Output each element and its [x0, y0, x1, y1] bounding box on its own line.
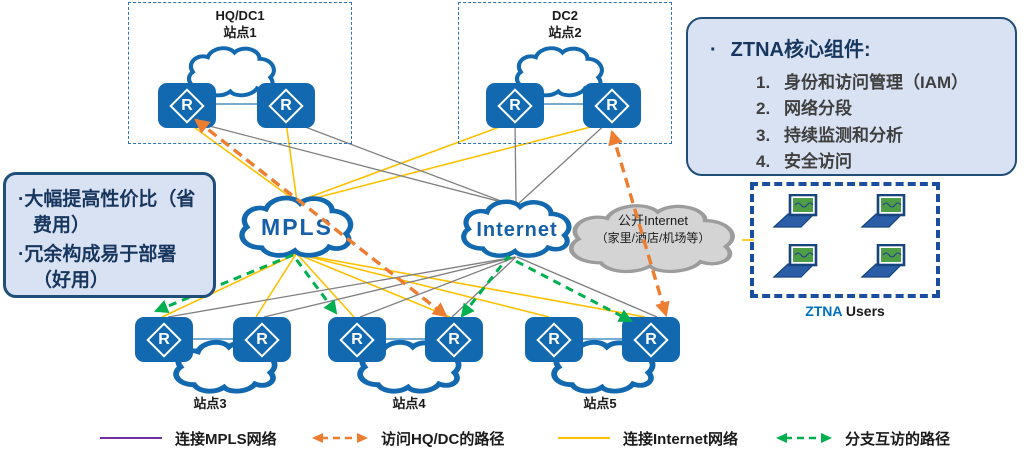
- router-icon-site3-right: R: [233, 317, 291, 362]
- list-item-text: 持续监测和分析: [784, 125, 903, 145]
- site-hqdc1-subtitle: 站点1: [223, 24, 257, 40]
- list-item-number: 4.: [756, 152, 771, 172]
- router-letter: R: [181, 96, 193, 114]
- router-letter: R: [158, 330, 170, 348]
- ztna-users-box: [750, 182, 940, 298]
- list-item-number: 2.: [756, 99, 771, 119]
- site5-label: 站点5: [583, 396, 617, 411]
- laptop-icon: [772, 193, 818, 232]
- list-item-text: 身份和访问管理（IAM）: [784, 73, 969, 92]
- public-internet-line1: 公开Internet: [617, 213, 689, 228]
- legend-label: 连接Internet网络: [623, 430, 739, 448]
- ztna-panel-title-row: · ZTNA核心组件:: [710, 33, 1005, 62]
- bullet-glyph: ·: [710, 39, 717, 61]
- router-letter: R: [448, 330, 460, 348]
- list-item: 1. 身份和访问管理（IAM）: [756, 70, 1005, 96]
- router-icon-site1-right: R: [257, 83, 315, 128]
- legend-label: 访问HQ/DC的路径: [381, 430, 505, 448]
- router-icon-site2-right: R: [583, 83, 641, 128]
- public-internet-line2: （家里/酒店/机场等）: [595, 230, 711, 245]
- site4-label: 站点4: [392, 396, 426, 411]
- benefits-panel: ·大幅提高性价比（省费用） ·冗余构成易于部署（好用）: [3, 172, 216, 298]
- legend-item-branch-path: 分支互访的路径: [776, 428, 950, 448]
- ztna-components-panel: · ZTNA核心组件: 1. 身份和访问管理（IAM） 2. 网络分段 3. 持续监测和…: [686, 17, 1017, 176]
- site-dc2-box: DC2 站点2: [458, 2, 672, 144]
- router-icon-site4-right: R: [425, 317, 483, 362]
- router-icon-site5-right: R: [622, 317, 680, 362]
- benefit-item: ·冗余构成易于部署（好用）: [18, 244, 177, 291]
- site-hqdc1-box: HQ/DC1 站点1: [128, 2, 352, 144]
- router-letter: R: [256, 330, 268, 348]
- internet-cloud-label: Internet: [476, 219, 558, 241]
- list-item: 4. 安全访问: [756, 149, 1005, 175]
- internet-line-swatch: [558, 437, 610, 439]
- laptop-icon: [860, 243, 906, 282]
- list-item-number: 1.: [756, 73, 771, 92]
- list-item: 3. 持续监测和分析: [756, 123, 1005, 149]
- site-dc2-title: DC2 站点2: [459, 8, 671, 42]
- site-hqdc1-name: HQ/DC1: [215, 8, 265, 23]
- router-icon-site4-left: R: [328, 317, 386, 362]
- ztna-panel-title: ZTNA核心组件:: [730, 39, 871, 61]
- orange-dashed-arrow-swatch: [312, 433, 368, 443]
- site-dc2-name: DC2: [551, 8, 578, 23]
- router-icon-site5-left: R: [525, 317, 583, 362]
- laptop-icon: [860, 193, 906, 232]
- site3-label: 站点3: [193, 396, 227, 411]
- internet-cloud: Internet: [455, 197, 579, 261]
- list-item: 2. 网络分段: [756, 96, 1005, 122]
- legend-item-internet: 连接Internet网络: [558, 428, 738, 448]
- ztna-users-brand: ZTNA: [805, 303, 842, 319]
- ztna-users-rest: Users: [842, 303, 885, 319]
- legend-item-mpls: 连接MPLS网络: [100, 428, 277, 448]
- router-letter: R: [645, 330, 657, 348]
- list-item-text: 安全访问: [784, 152, 852, 172]
- legend-label: 连接MPLS网络: [175, 430, 277, 448]
- router-letter: R: [280, 96, 292, 114]
- router-letter: R: [351, 330, 363, 348]
- benefit-item: ·大幅提高性价比（省费用）: [18, 189, 196, 236]
- site-hqdc1-title: HQ/DC1 站点1: [129, 8, 351, 42]
- public-internet-label: 公开Internet （家里/酒店/机场等）: [558, 212, 748, 246]
- mpls-line-swatch: [100, 437, 162, 439]
- legend-label: 分支互访的路径: [845, 430, 951, 448]
- list-item-text: 网络分段: [784, 99, 852, 119]
- router-letter: R: [548, 330, 560, 348]
- router-letter: R: [606, 96, 618, 114]
- site-dc2-subtitle: 站点2: [548, 24, 582, 40]
- ztna-components-list: 1. 身份和访问管理（IAM） 2. 网络分段 3. 持续监测和分析 4. 安全访问: [756, 70, 1005, 175]
- green-dashed-arrow-swatch: [776, 433, 832, 443]
- legend-item-hqdc-path: 访问HQ/DC的路径: [312, 428, 504, 448]
- router-icon-site3-left: R: [135, 317, 193, 362]
- ztna-users-label: ZTNA Users: [750, 303, 940, 319]
- list-item-number: 3.: [756, 125, 771, 145]
- mpls-cloud-label: MPLS: [261, 214, 333, 240]
- laptop-icon: [772, 243, 818, 282]
- public-internet-cloud: 公开Internet （家里/酒店/机场等）: [558, 200, 748, 278]
- router-icon-site2-left: R: [486, 83, 544, 128]
- mpls-cloud: MPLS: [233, 193, 361, 261]
- router-icon-site1-left: R: [158, 83, 216, 128]
- router-letter: R: [509, 96, 521, 114]
